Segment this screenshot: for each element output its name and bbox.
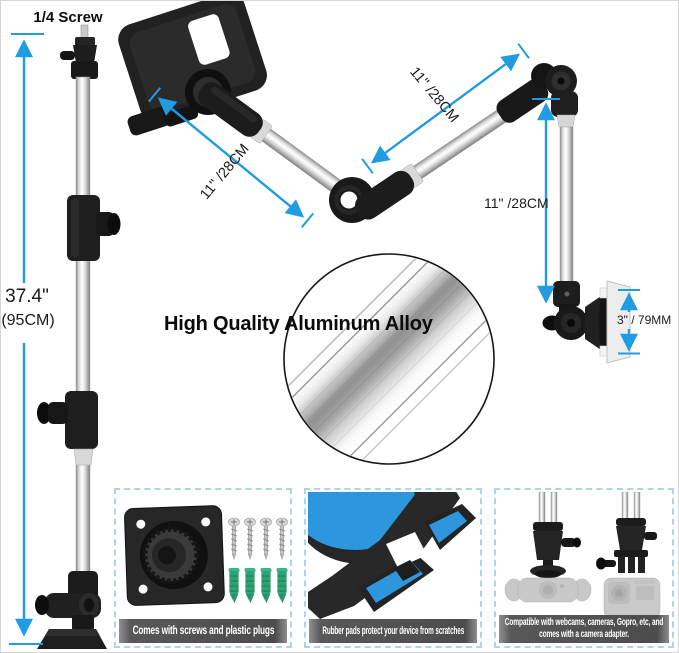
webcam-adapter xyxy=(504,492,592,603)
gopro-adapter xyxy=(596,492,661,619)
feature-panel-camera-adapter: Compatible with webcams, cameras, Gopro,… xyxy=(494,488,674,648)
pole-height-inches-label: 37.4" xyxy=(5,286,49,307)
panel-caption: Rubber pads protect your device from scr… xyxy=(322,625,464,637)
feature-panel-screws: Comes with screws and plastic plugs xyxy=(114,488,292,648)
arm3-dimension-arrow xyxy=(532,98,560,304)
panel-caption-bar: Comes with screws and plastic plugs xyxy=(119,619,287,643)
arm-segment-3 xyxy=(559,126,574,286)
panel-caption-bar: Rubber pads protect your device from scr… xyxy=(309,619,477,643)
top-joint xyxy=(496,63,578,128)
arm2-dimension-arrow xyxy=(361,43,530,174)
plate-dimension-arrow xyxy=(618,289,640,355)
pole-dimension-arrow xyxy=(9,33,44,645)
feature-panel-rubber-pads: Rubber pads protect your device from scr… xyxy=(304,488,482,648)
panel-caption: Compatible with webcams, cameras, Gopro,… xyxy=(504,616,664,641)
panel-caption: Comes with screws and plastic plugs xyxy=(132,625,274,637)
material-callout-label: High Quality Aluminum Alloy xyxy=(164,313,433,335)
wall-plate-size-label: 3" / 79MM xyxy=(617,313,672,327)
clamp-rubber-pads-graphic xyxy=(308,492,476,619)
pole-stand xyxy=(35,24,121,649)
wall-mount xyxy=(542,280,631,364)
panel-caption-bar: Compatible with webcams, cameras, Gopro,… xyxy=(499,615,669,643)
arm1-dimension-arrow xyxy=(148,87,314,228)
pole-height-cm-label: (95CM) xyxy=(1,312,55,329)
mount-plate-and-screws-graphic xyxy=(124,505,288,606)
camera-adapters-graphic xyxy=(504,492,661,619)
quarter-screw-label: 1/4 Screw xyxy=(33,9,103,26)
zoom-inset-circle xyxy=(283,253,495,465)
arm-vertical-length-label: 11" /28CM xyxy=(484,195,549,211)
